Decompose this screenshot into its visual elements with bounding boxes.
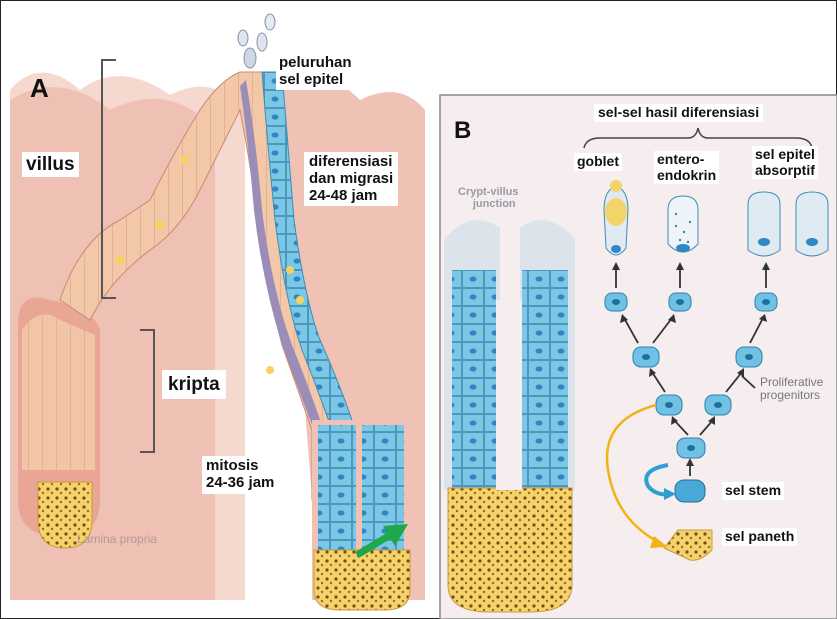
mitosis-line2: 24-36 jam [206, 475, 274, 492]
peluruhan-line1: peluruhan [279, 55, 352, 72]
sel-stem-label: sel stem [722, 482, 784, 500]
diferensiasi-line2: dan migrasi [309, 171, 393, 188]
peluruhan-line2: sel epitel [279, 72, 352, 89]
enteroendokrin-line2: endokrin [657, 168, 716, 184]
enteroendokrin-line1: entero- [657, 152, 716, 168]
goblet-label: goblet [574, 153, 622, 171]
proliferative-line2: progenitors [760, 389, 823, 402]
panel-a-tissue [10, 14, 425, 610]
crypt-villus-line2: junction [458, 198, 519, 210]
absorptif-label: sel epitel absorptif [752, 146, 818, 179]
absorptif-line2: absorptif [755, 163, 815, 179]
villus-label: villus [22, 152, 79, 177]
panel-b-letter: B [454, 118, 471, 145]
lamina-propria-label: Lamina propria [77, 533, 157, 546]
absorptif-line1: sel epitel [755, 147, 815, 163]
peluruhan-label: peluruhan sel epitel [276, 54, 355, 90]
crypt-villus-line1: Crypt-villus [458, 186, 519, 198]
diferensiasi-line1: diferensiasi [309, 154, 393, 171]
mitosis-line1: mitosis [206, 458, 274, 475]
stem-cell-icon [675, 480, 705, 502]
enteroendocrine-cell-icon [668, 196, 698, 252]
enteroendokrin-label: entero- endokrin [654, 151, 719, 184]
sel-paneth-label: sel paneth [722, 528, 797, 546]
proliferative-progenitors-label: Proliferative progenitors [760, 376, 823, 402]
panel-a-letter: A [30, 74, 49, 103]
kripta-label: kripta [162, 370, 226, 399]
diferensiasi-line3: 24-48 jam [309, 188, 393, 205]
diferensiasi-label: diferensiasi dan migrasi 24-48 jam [304, 152, 398, 206]
mitosis-label: mitosis 24-36 jam [202, 456, 278, 494]
differentiated-header: sel-sel hasil diferensiasi [594, 104, 763, 122]
crypt-villus-junction-label: Crypt-villus junction [458, 186, 519, 210]
